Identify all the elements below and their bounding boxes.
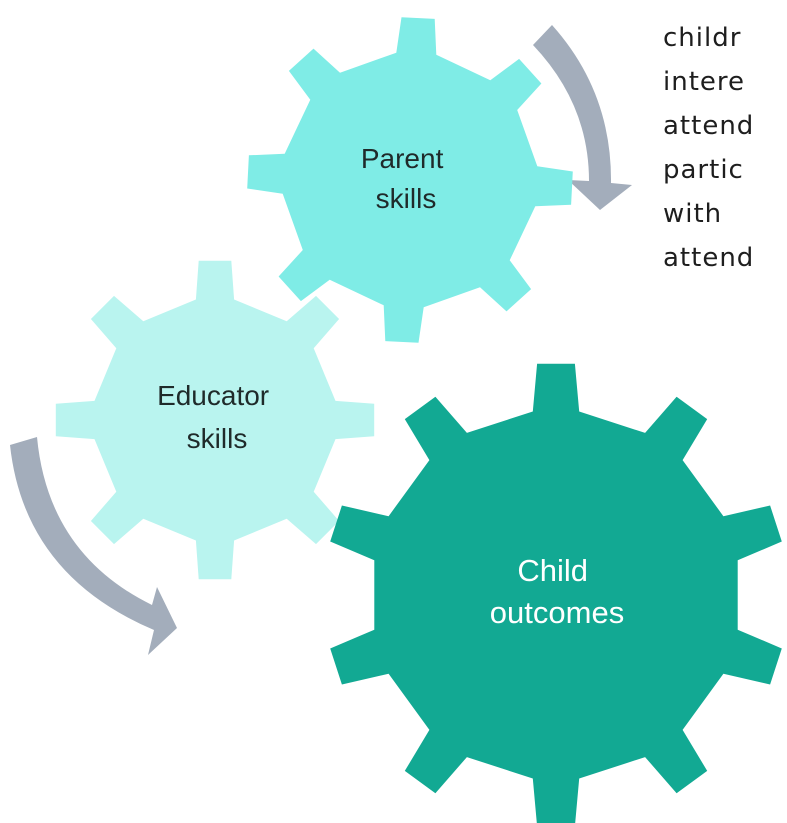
educator-gear-label: Educator skills (157, 380, 277, 454)
side-text-line: with (663, 199, 723, 229)
parent-skills-gear (247, 17, 573, 343)
side-text-line: attend (663, 111, 755, 141)
child-outcomes-gear (330, 363, 782, 823)
curved-arrow-top (533, 25, 632, 210)
educator-skills-gear (55, 260, 375, 580)
child-gear-label: Child outcomes (490, 553, 624, 630)
curved-arrow-bottom (10, 437, 177, 655)
side-text-block: childr intere attend partic with attend (663, 16, 787, 280)
side-text-line: partic (663, 155, 744, 185)
side-text-line: attend (663, 243, 755, 273)
parent-gear-label: Parent skills (361, 143, 451, 214)
side-text-line: intere (663, 67, 746, 97)
side-text-line: childr (663, 23, 742, 53)
